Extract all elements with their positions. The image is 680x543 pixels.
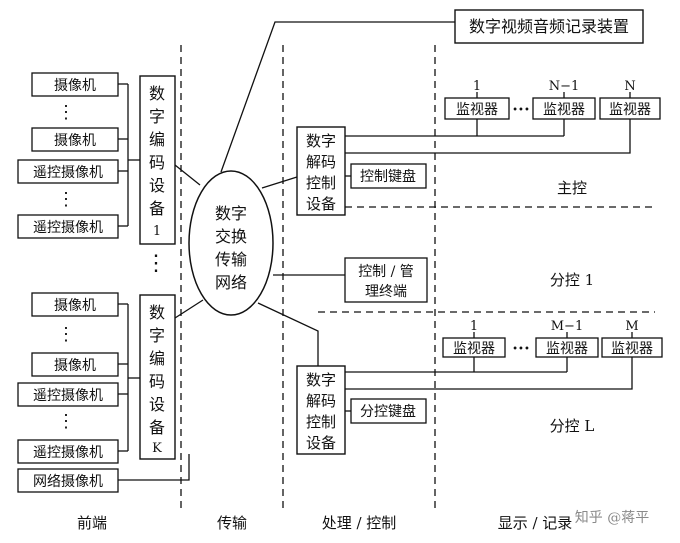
- recorder-label: 数字视频音频记录装置: [469, 17, 629, 36]
- camera-label: 摄像机: [54, 133, 96, 149]
- monitor-label: 监视器: [453, 341, 495, 357]
- management-terminal: 控制 / 管 理终端: [344, 257, 428, 303]
- vertical-dots: ⋮: [57, 189, 75, 210]
- svg-text:控制 / 管: 控制 / 管: [358, 264, 414, 280]
- control-keyboard-main: 控制键盘: [350, 163, 427, 189]
- encoder-k: 数 字 编 码 设 备 K: [139, 294, 176, 460]
- svg-text:数: 数: [149, 303, 165, 322]
- svg-text:解码: 解码: [306, 153, 336, 171]
- monitor-label: 监视器: [546, 341, 588, 357]
- monitor-label: 监视器: [543, 102, 585, 118]
- recorder-box: 数字视频音频记录装置: [454, 9, 644, 44]
- monitor-index: M−1: [551, 319, 583, 334]
- svg-text:数字: 数字: [306, 132, 336, 150]
- svg-text:数字: 数字: [306, 371, 336, 389]
- monitor-row-bottom: 1 M−1 M 监视器 ••• 监视器 监视器: [442, 319, 663, 358]
- dots: •••: [512, 344, 530, 355]
- column-processing: 处理 / 控制: [322, 514, 397, 532]
- svg-text:K: K: [152, 441, 162, 456]
- vertical-dots: ⋮: [57, 324, 75, 345]
- dots: •••: [512, 105, 530, 116]
- svg-text:控制: 控制: [306, 174, 336, 192]
- decoder-main: 数字 解码 控制 设备: [296, 126, 346, 216]
- svg-text:传输: 传输: [215, 250, 247, 269]
- camera-group-2: 摄像机 ⋮ 摄像机 遥控摄像机 ⋮ 遥控摄像机 网络摄像机: [17, 292, 119, 493]
- svg-text:设: 设: [149, 395, 165, 414]
- camera-group-1: 摄像机 ⋮ 摄像机 遥控摄像机 ⋮ 遥控摄像机: [17, 72, 119, 239]
- remote-camera-label: 遥控摄像机: [33, 445, 103, 461]
- svg-text:设备: 设备: [306, 434, 336, 452]
- zone-label-sub-1: 分控 1: [550, 271, 594, 289]
- svg-text:备: 备: [149, 418, 165, 437]
- encoder-1: 数 字 编 码 设 备 1: [139, 75, 176, 245]
- svg-text:1: 1: [153, 224, 161, 239]
- svg-text:理终端: 理终端: [365, 284, 407, 300]
- group-separator-dots: ⋮: [145, 251, 167, 276]
- svg-text:字: 字: [149, 107, 165, 126]
- monitor-index: 1: [473, 79, 481, 94]
- camera-label: 摄像机: [54, 298, 96, 314]
- column-transmission: 传输: [217, 514, 247, 532]
- svg-text:编: 编: [149, 349, 165, 368]
- decoder-sub: 数字 解码 控制 设备: [296, 365, 346, 455]
- monitor-index: N: [624, 79, 635, 94]
- svg-text:码: 码: [149, 372, 165, 391]
- remote-camera-label: 遥控摄像机: [33, 388, 103, 404]
- monitor-index: N−1: [549, 79, 580, 94]
- svg-text:解码: 解码: [306, 392, 336, 410]
- monitor-label: 监视器: [609, 102, 651, 118]
- monitor-row-top: 1 N−1 N 监视器 ••• 监视器 监视器: [444, 79, 661, 120]
- svg-text:设备: 设备: [306, 195, 336, 213]
- monitor-index: 1: [470, 319, 478, 334]
- switching-network: 数字 交换 传输 网络: [188, 170, 274, 316]
- monitor-label: 监视器: [611, 341, 653, 357]
- svg-text:字: 字: [149, 326, 165, 345]
- svg-text:控制: 控制: [306, 413, 336, 431]
- vertical-dots: ⋮: [57, 102, 75, 123]
- zone-label-sub-l: 分控 L: [550, 417, 595, 435]
- svg-text:网络: 网络: [215, 273, 247, 292]
- svg-text:编: 编: [149, 130, 165, 149]
- control-keyboard-sub: 分控键盘: [350, 398, 427, 424]
- network-camera-label: 网络摄像机: [33, 474, 103, 490]
- svg-text:控制键盘: 控制键盘: [360, 168, 416, 185]
- column-front-end: 前端: [77, 514, 107, 532]
- svg-text:交换: 交换: [215, 227, 247, 246]
- svg-text:设: 设: [149, 176, 165, 195]
- monitor-label: 监视器: [456, 102, 498, 118]
- monitor-index: M: [625, 319, 638, 334]
- svg-text:码: 码: [149, 153, 165, 172]
- vertical-dots: ⋮: [57, 411, 75, 432]
- camera-label: 摄像机: [54, 358, 96, 374]
- remote-camera-label: 遥控摄像机: [33, 220, 103, 236]
- remote-camera-label: 遥控摄像机: [33, 165, 103, 181]
- column-display: 显示 / 记录: [498, 514, 573, 532]
- camera-label: 摄像机: [54, 78, 96, 94]
- watermark: 知乎 @蒋平: [575, 509, 649, 526]
- svg-text:数字: 数字: [215, 204, 247, 223]
- svg-text:分控键盘: 分控键盘: [360, 403, 416, 420]
- svg-text:备: 备: [149, 199, 165, 218]
- svg-text:数: 数: [149, 84, 165, 103]
- zone-label-main: 主控: [557, 179, 587, 197]
